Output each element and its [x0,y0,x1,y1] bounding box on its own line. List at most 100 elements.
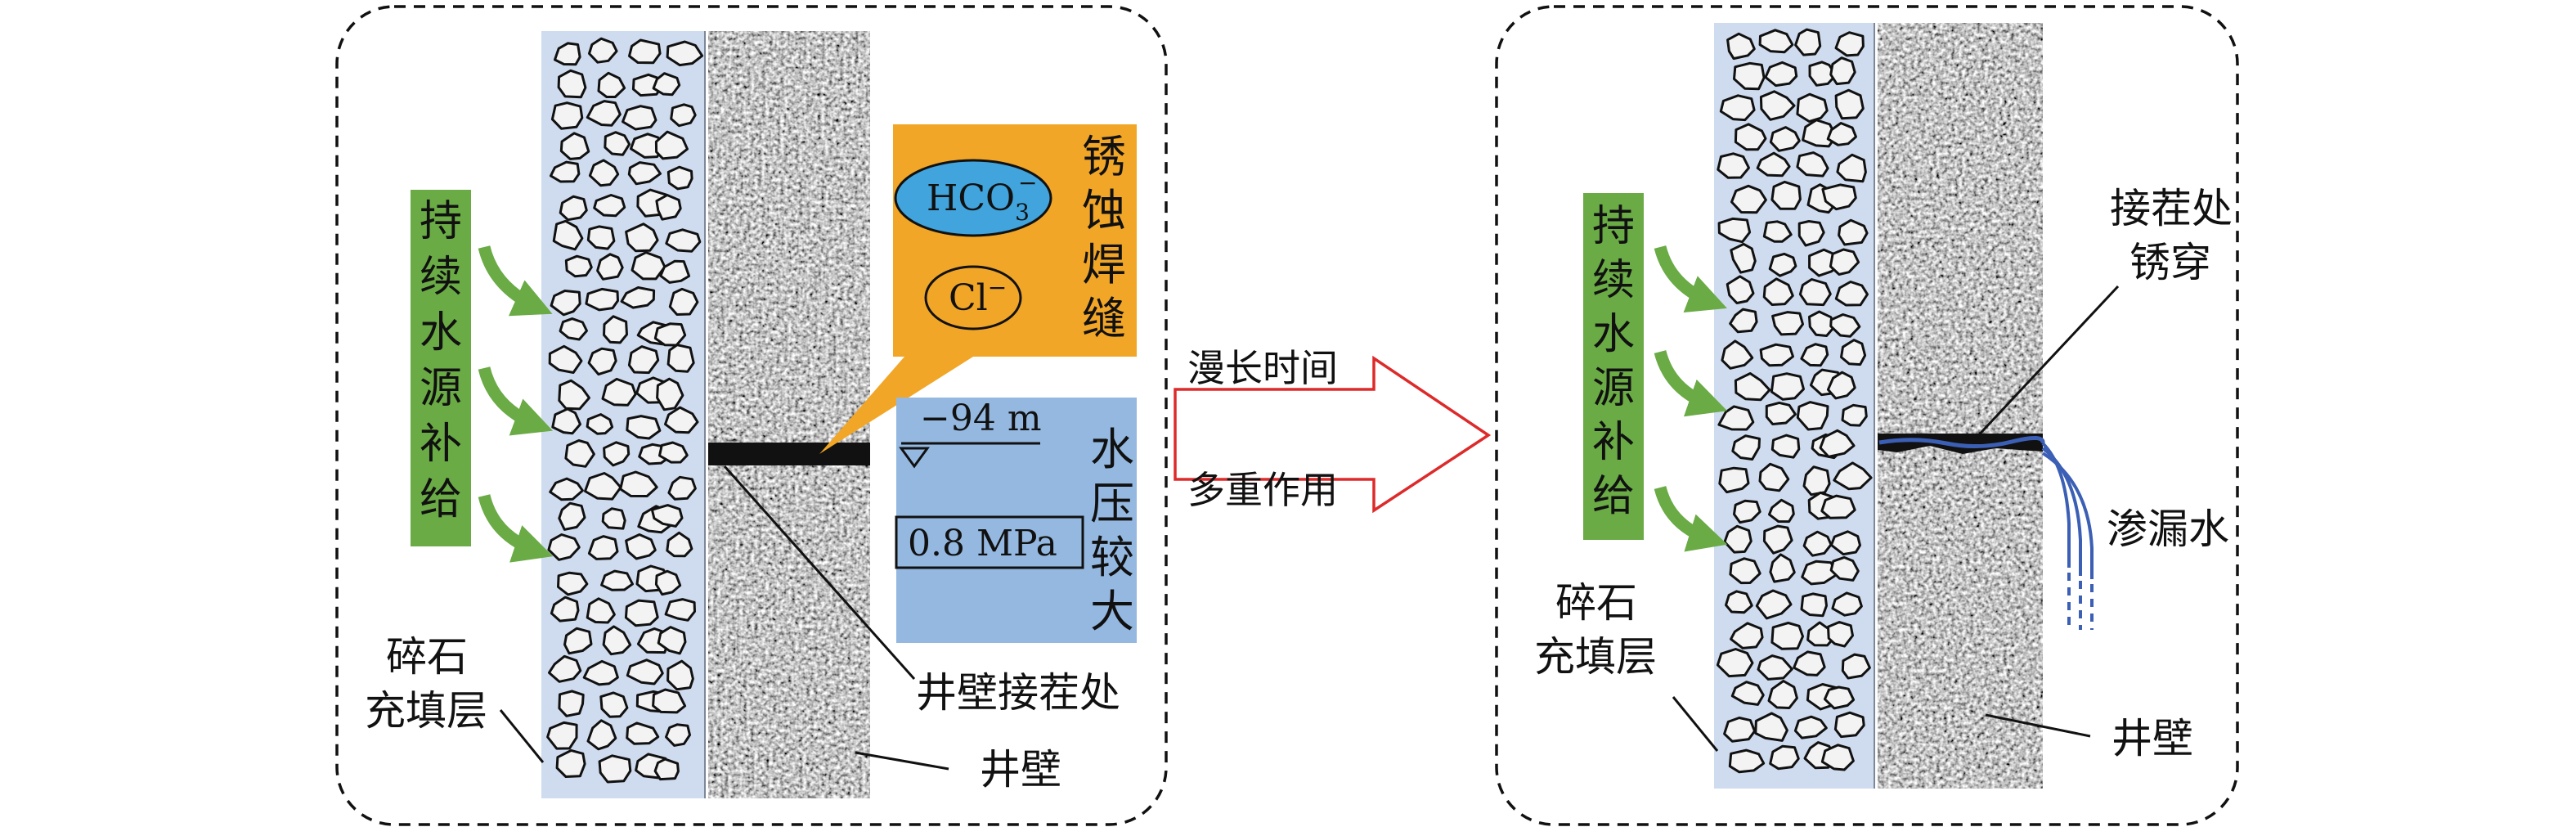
transition-bottom-label: 多重作用 [1187,468,1338,512]
gravel-stone [1770,180,1802,210]
hco3-main: HCO [927,178,1015,219]
gravel-stone [665,228,702,253]
gravel-stone [1833,461,1873,491]
gravel-stone [587,347,617,376]
left-wall-leader [855,751,949,771]
gravel-stone [1841,653,1871,680]
gravel-stone [1798,278,1832,307]
gravel-stone [1729,308,1758,334]
right-gravel-label-line1: 碎石 [1555,579,1637,627]
gravel-stone [1762,220,1793,243]
gravel-stone [550,101,584,130]
gravel-stone [619,470,658,497]
hco3-sup: − [1018,169,1037,196]
right-recharge-char: 持 [1592,202,1635,251]
left-gravel-leader [499,709,545,763]
corrosion-char: 蚀 [1082,185,1126,236]
right-corrosion-label-line1: 接茬处 [2110,185,2233,232]
gravel-stone [1829,313,1861,338]
gravel-stone [656,377,684,411]
gravel-stone [552,219,584,251]
gravel-stone [627,345,660,375]
gravel-stone [1801,560,1839,586]
gravel-stone [1762,277,1794,306]
water-level-triangle [899,447,930,469]
gravel-stone [1796,92,1829,123]
right-recharge-arrow-1 [1654,245,1727,313]
left-recharge-char: 续 [420,253,462,302]
gravel-stone [1800,592,1828,618]
left-recharge-char: 补 [420,420,462,469]
gravel-stone [1730,622,1764,649]
right-recharge-char: 给 [1592,472,1635,521]
gravel-stone [626,658,664,685]
gravel-stone [546,721,578,750]
gravel-stone [670,103,697,128]
left-recharge-arrow-1 [478,245,553,317]
left-recharge-char: 水 [420,308,462,357]
gravel-stone [564,439,595,468]
left-joint-band [708,443,870,465]
left-recharge-box [411,190,471,546]
gravel-stone [1758,29,1794,54]
gravel-stone [666,531,693,558]
gravel-stone [588,37,618,64]
gravel-stone [1808,310,1837,337]
gravel-stone [1733,499,1761,524]
gravel-stone [659,259,691,284]
gravel-stone [1769,126,1801,152]
gravel-stone [653,322,687,347]
corrosion-char: 焊 [1082,239,1126,290]
right-recharge-arrow-2 [1654,349,1728,417]
gravel-stone [603,441,631,467]
gravel-stone [624,599,659,627]
gravel-stone [1802,530,1833,557]
gravel-stone [627,161,662,186]
gravel-stone [1834,281,1869,307]
gravel-stone [1829,56,1856,86]
pressure-label: 水 压 较 大 [1090,424,1134,637]
gravel-stone [1831,591,1863,617]
right-joint-rust-line [1878,436,2045,449]
gravel-stone [664,598,696,622]
gravel-stone [1764,61,1798,88]
transition-arrow [1174,355,1492,514]
gravel-stone [603,315,628,344]
transition-top-label: 漫长时间 [1187,346,1338,390]
gravel-stone [559,132,590,160]
gravel-stone [1796,151,1829,178]
gravel-stone [1756,151,1791,178]
right-shaft-wall [1878,23,2043,789]
right-corrosion-label-line2: 锈穿 [2129,239,2211,286]
right-gravel-label-line2: 充填层 [1534,633,1657,681]
gravel-stone [652,688,687,714]
gravel-stone [550,596,580,623]
gravel-stone [1826,122,1857,146]
corrosion-char: 锈 [1082,131,1126,182]
gravel-stone [587,535,619,560]
gravel-stone [1734,372,1771,402]
gravel-stone [1759,343,1794,367]
gravel-stone [658,441,689,464]
gravel-stone [558,379,590,411]
right-gravel-leader [1672,696,1719,752]
left-recharge-label: 持 续 水 源 补 给 [420,197,462,524]
gravel-stone [588,159,620,187]
gravel-stone [1840,339,1867,366]
pressure-value: 0.8 MPa [908,523,1057,564]
gravel-stone [1723,717,1757,743]
corrosion-label: 锈 蚀 焊 缝 [1082,131,1126,344]
gravel-stone [582,659,619,686]
gravel-stone [654,569,682,596]
gravel-stone [586,413,614,435]
gravel-stone [1729,557,1761,585]
gravel-stone [1771,311,1804,336]
gravel-stone [586,719,617,751]
left-joint-leader [723,465,916,680]
gravel-stone [1726,275,1755,304]
gravel-stone [1820,494,1856,519]
gravel-stone [563,627,593,655]
right-panel-frame [1495,5,2239,826]
gravel-stone [554,42,581,66]
gravel-stone [599,691,629,718]
